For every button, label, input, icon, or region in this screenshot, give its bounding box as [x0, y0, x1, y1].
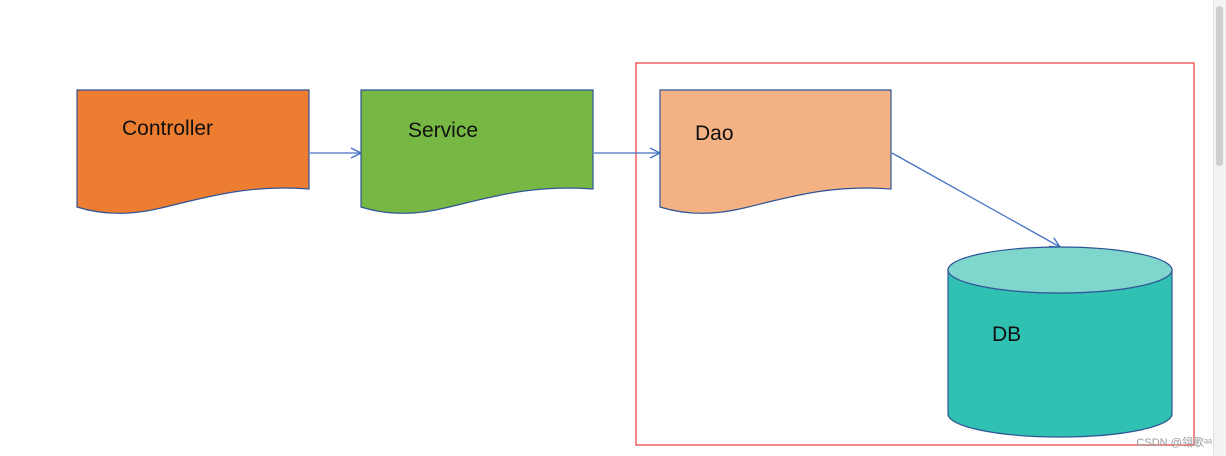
controller-label: Controller: [122, 117, 213, 140]
db-cylinder-body: [947, 269, 1173, 438]
db-label: DB: [992, 323, 1021, 346]
data-layer-frame: [635, 62, 1195, 446]
vertical-scrollbar[interactable]: [1213, 0, 1226, 456]
service-node: Service: [360, 89, 594, 214]
db-cylinder-top: [947, 246, 1173, 294]
controller-node: Controller: [76, 89, 310, 214]
csdn-watermark: CSDN @翎歌ᵃᵃ: [1136, 437, 1212, 449]
controller-document-shape: [76, 89, 310, 214]
service-label: Service: [408, 119, 478, 142]
connector-dao-to-db: [891, 152, 1060, 247]
db-node: DB: [947, 246, 1173, 438]
dao-document-shape: [659, 89, 892, 214]
dao-label: Dao: [695, 122, 734, 145]
scrollbar-thumb[interactable]: [1216, 6, 1223, 166]
service-document-shape: [360, 89, 594, 214]
dao-node: Dao: [659, 89, 892, 214]
